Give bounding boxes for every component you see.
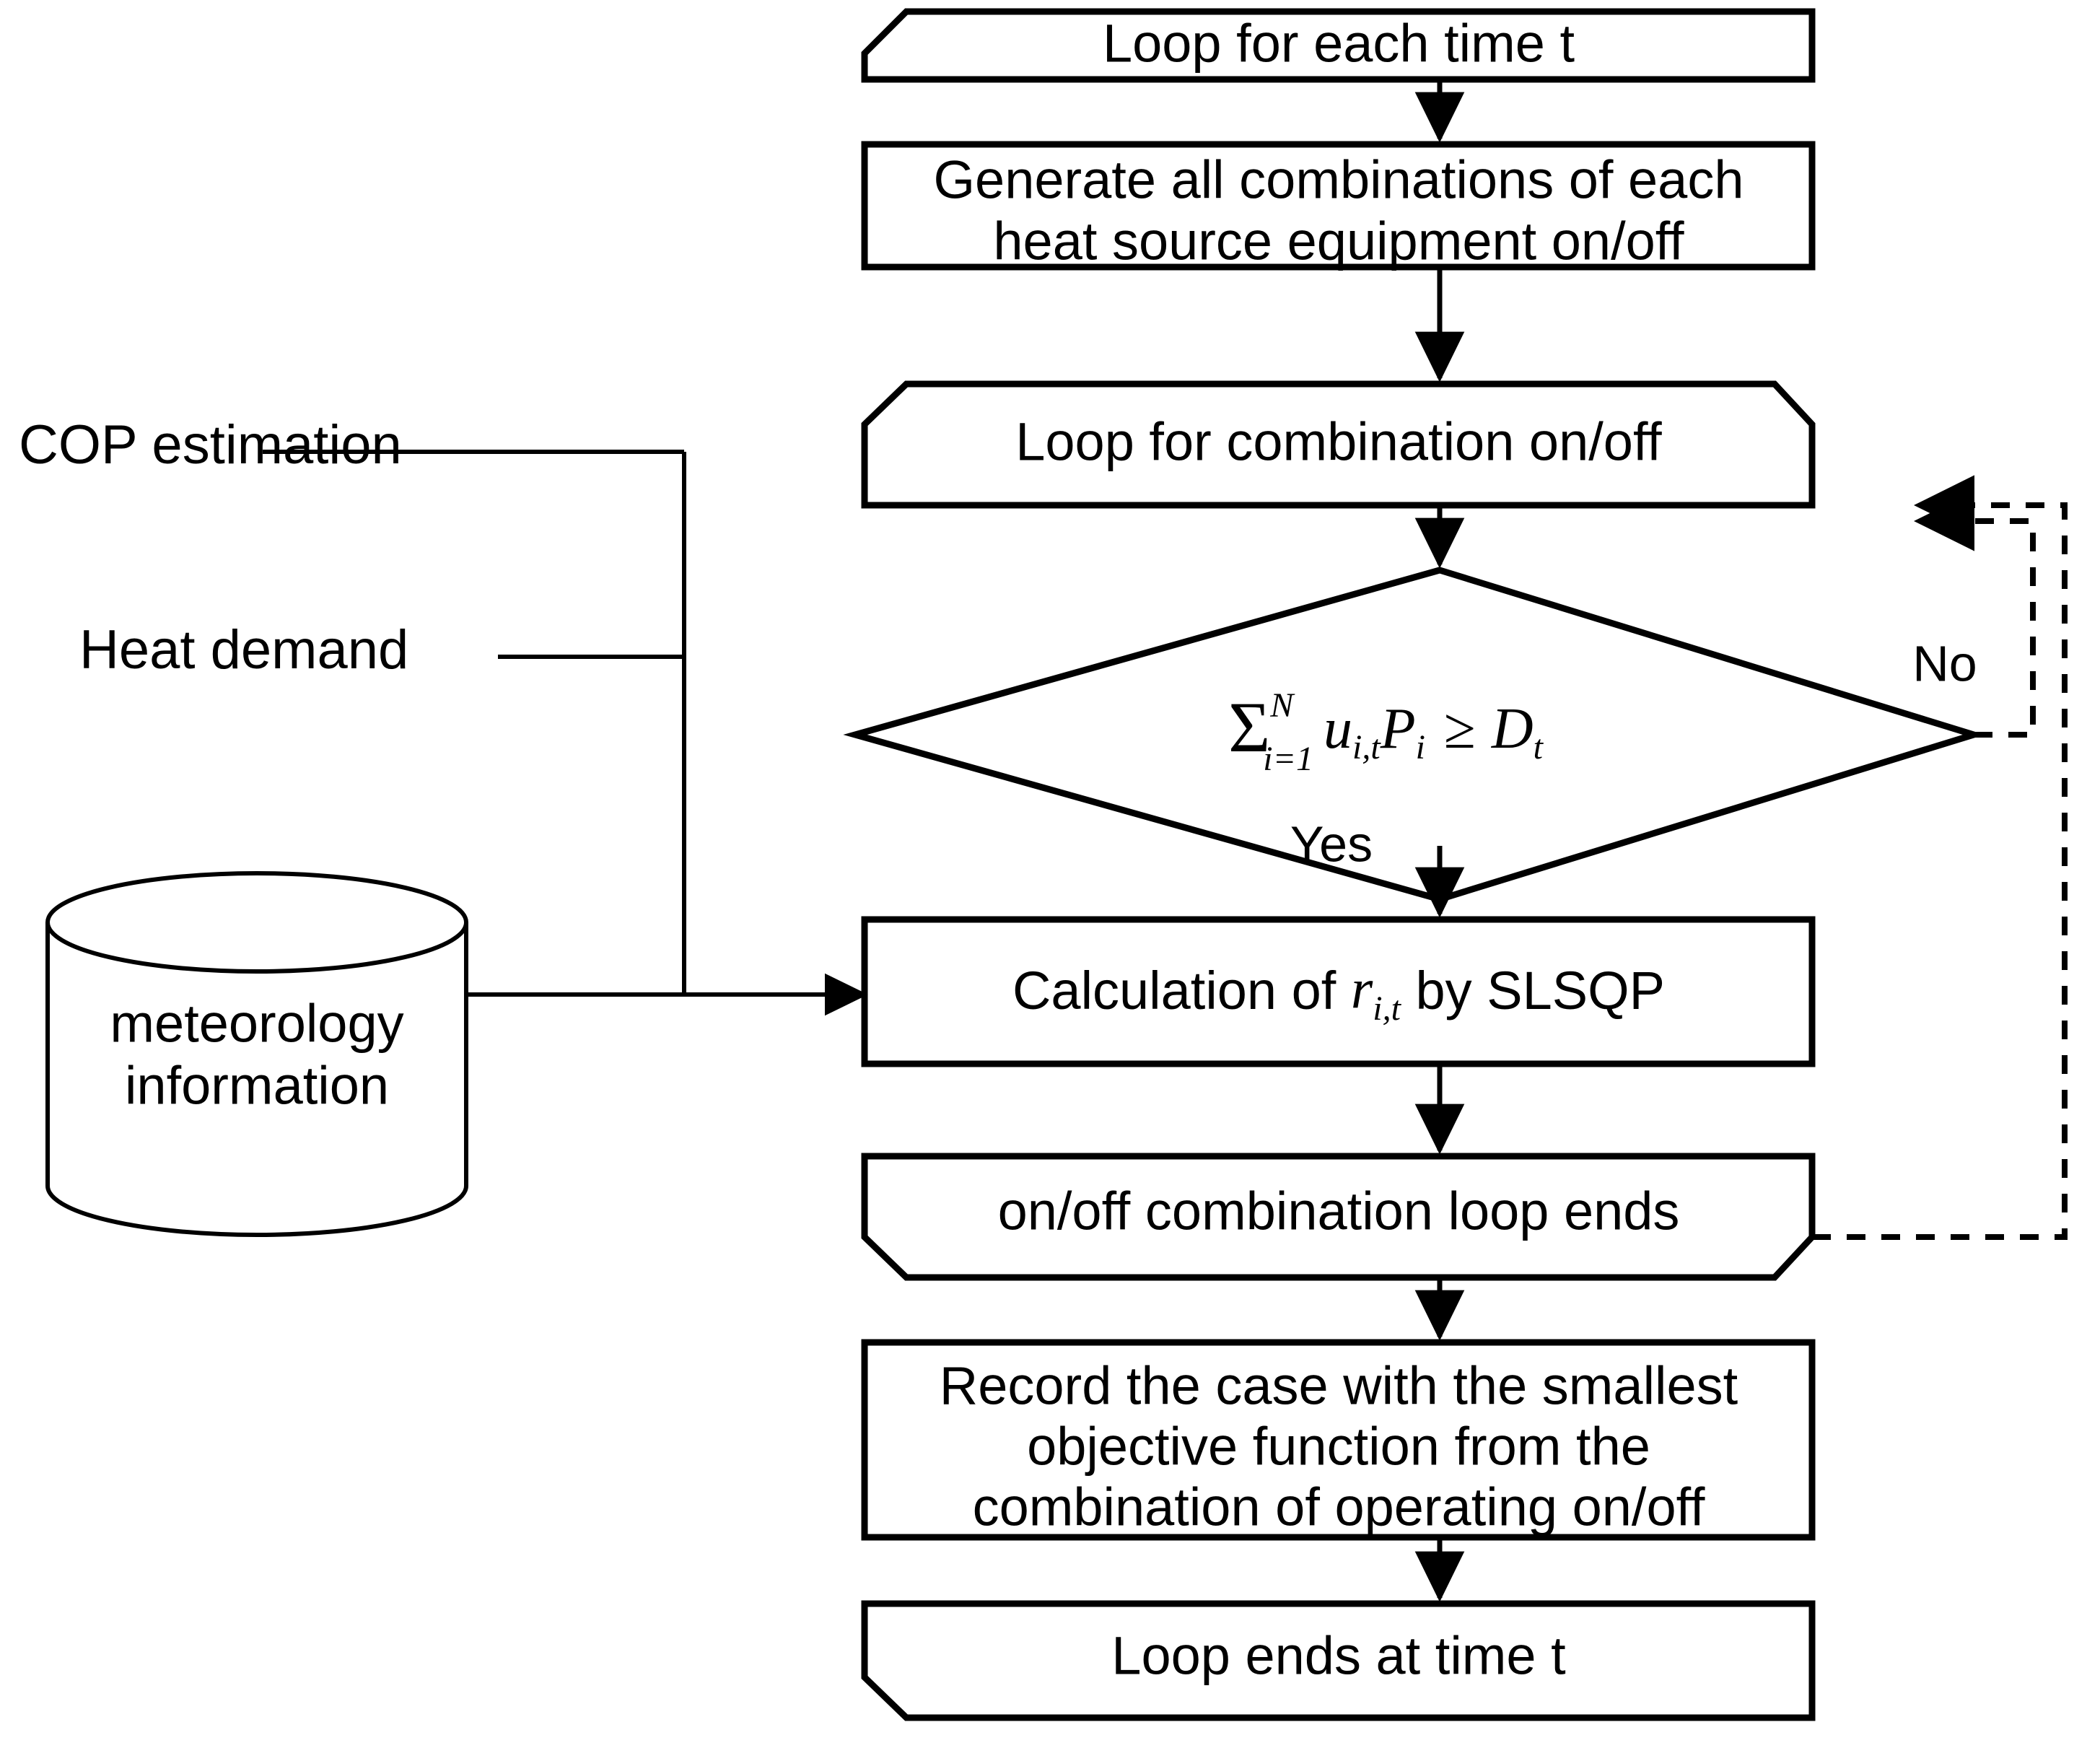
side-label-cop-estimation: COP estimation — [19, 414, 402, 476]
side-label-heat-demand: Heat demand — [79, 619, 408, 681]
meteorology-label-line2: information — [125, 1056, 389, 1116]
edge-loop-end-feedback — [1812, 475, 2068, 1240]
node-slsqp-calculation[interactable]: Calculation of ri,t by SLSQP — [861, 916, 1816, 1067]
slsqp-label: Calculation of ri,t by SLSQP — [1012, 957, 1665, 1028]
sigma-symbol: Σ — [1228, 687, 1270, 767]
sigma-superscript: N — [1269, 686, 1295, 725]
term-d-subscript: t — [1534, 728, 1544, 766]
branch-no-label: No — [1912, 635, 1977, 691]
meteorology-label-line1: meteorology — [110, 994, 403, 1054]
loop-time-ends-label: Loop ends at time t — [1111, 1626, 1566, 1686]
generate-combinations-label-line2: heat source equipment on/off — [993, 211, 1684, 271]
node-generate-combinations[interactable]: Generate all combinations of each heat s… — [861, 141, 1816, 271]
node-loop-combination-ends[interactable]: on/off combination loop ends — [861, 1153, 1816, 1281]
node-loop-for-combination[interactable]: Loop for combination on/off — [861, 380, 1816, 509]
term-p-base: P — [1380, 697, 1416, 761]
loop-for-combination-label: Loop for combination on/off — [1015, 412, 1662, 472]
record-label-line3: combination of operating on/off — [973, 1477, 1705, 1537]
node-meteorology-database[interactable]: meteorology information — [45, 871, 468, 1237]
operator-geq: ≥ — [1444, 697, 1476, 761]
edge-decision-no-feedback — [1914, 491, 2036, 738]
term-u-subscript: i,t — [1352, 728, 1381, 766]
record-label-line1: Record the case with the smallest — [940, 1356, 1738, 1416]
loop-for-each-time-label: Loop for each time t — [1103, 14, 1575, 74]
slsqp-label-suffix: by SLSQP — [1401, 961, 1665, 1021]
sigma-subscript: i=1 — [1263, 740, 1313, 778]
record-label-line2: objective function from the — [1027, 1417, 1650, 1477]
generate-combinations-label-line1: Generate all combinations of each — [933, 150, 1744, 210]
slsqp-label-prefix: Calculation of — [1012, 961, 1351, 1021]
slsqp-label-var: r — [1351, 957, 1373, 1020]
branch-yes-label: Yes — [1290, 816, 1373, 872]
node-loop-for-each-time[interactable]: Loop for each time t — [861, 8, 1816, 83]
term-d-base: D — [1491, 697, 1534, 761]
loop-combination-ends-label: on/off combination loop ends — [998, 1181, 1680, 1241]
node-record-best-case[interactable]: Record the case with the smallest object… — [861, 1339, 1816, 1541]
node-loop-time-ends[interactable]: Loop ends at time t — [861, 1600, 1816, 1721]
term-u-base: u — [1324, 697, 1352, 761]
term-p-subscript: i — [1416, 728, 1425, 766]
svg-text:ΣNi=1ui,tPi≥Dt: ΣNi=1 ui,tPi ≥Dt — [1228, 686, 1544, 778]
slsqp-label-var-sub: i,t — [1373, 989, 1401, 1028]
